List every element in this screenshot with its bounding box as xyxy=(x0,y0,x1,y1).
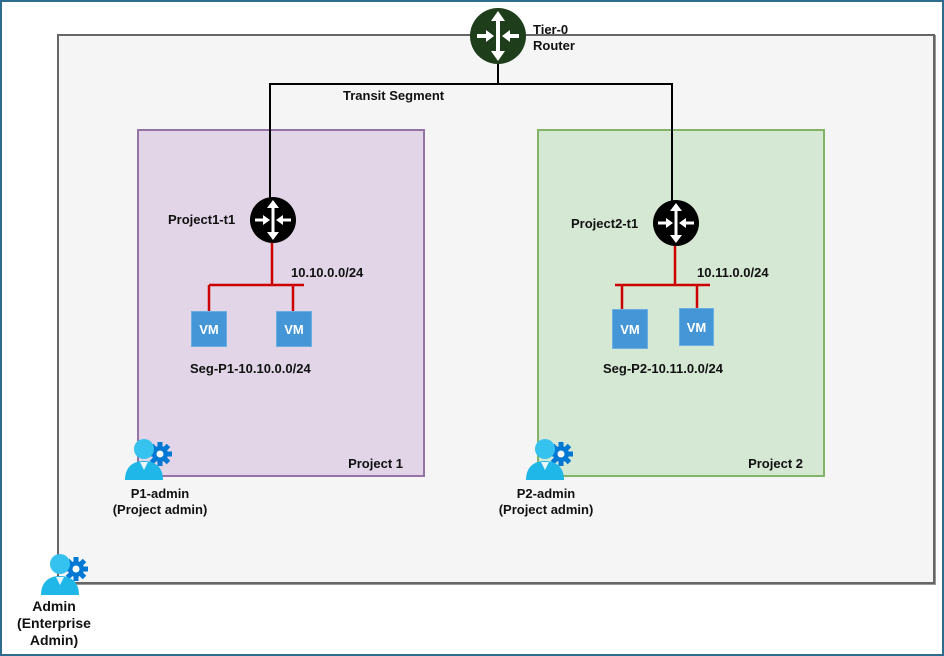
project1-vm-2[interactable]: VM xyxy=(276,311,312,347)
project-1-label: Project 1 xyxy=(348,456,403,471)
project2-subnet-label: 10.11.0.0/24 xyxy=(697,265,769,280)
p1-admin-role: (Project admin) xyxy=(112,502,208,517)
tier0-label-line1: Tier-0 xyxy=(533,22,569,37)
project2-t1-label: Project2-t1 xyxy=(571,216,639,231)
p1-admin-name: P1-admin xyxy=(130,486,190,501)
p2-admin-role: (Project admin) xyxy=(498,502,594,517)
tier0-label-line2: Router xyxy=(533,38,575,53)
project2-segment-label: Seg-P2-10.11.0.0/24 xyxy=(603,361,723,376)
project1-t1-label: Project1-t1 xyxy=(168,212,236,227)
project2-vm-2[interactable]: VM xyxy=(679,308,714,346)
project2-vm-1[interactable]: VM xyxy=(612,309,648,349)
enterprise-admin-line3: Admin) xyxy=(29,632,79,648)
project1-vm-1[interactable]: VM xyxy=(191,311,227,347)
enterprise-admin-line1: Admin xyxy=(32,598,76,614)
project-1-box: Project 1 xyxy=(137,129,425,477)
p2-admin-user-gear-icon[interactable] xyxy=(524,437,578,481)
project-2-box: Project 2 xyxy=(537,129,825,477)
p2-admin-name: P2-admin xyxy=(516,486,576,501)
p1-admin-user-gear-icon[interactable] xyxy=(123,437,177,481)
enterprise-admin-user-gear-icon[interactable] xyxy=(39,552,93,596)
project1-segment-label: Seg-P1-10.10.0.0/24 xyxy=(190,361,311,376)
project1-subnet-label: 10.10.0.0/24 xyxy=(291,265,364,280)
project-2-label: Project 2 xyxy=(748,456,803,471)
tier0-router-icon[interactable] xyxy=(469,7,527,65)
transit-segment-label: Transit Segment xyxy=(343,88,445,103)
project2-t1-router-icon[interactable] xyxy=(652,199,700,247)
project1-t1-router-icon[interactable] xyxy=(249,196,297,244)
enterprise-admin-line2: (Enterprise xyxy=(17,615,91,631)
